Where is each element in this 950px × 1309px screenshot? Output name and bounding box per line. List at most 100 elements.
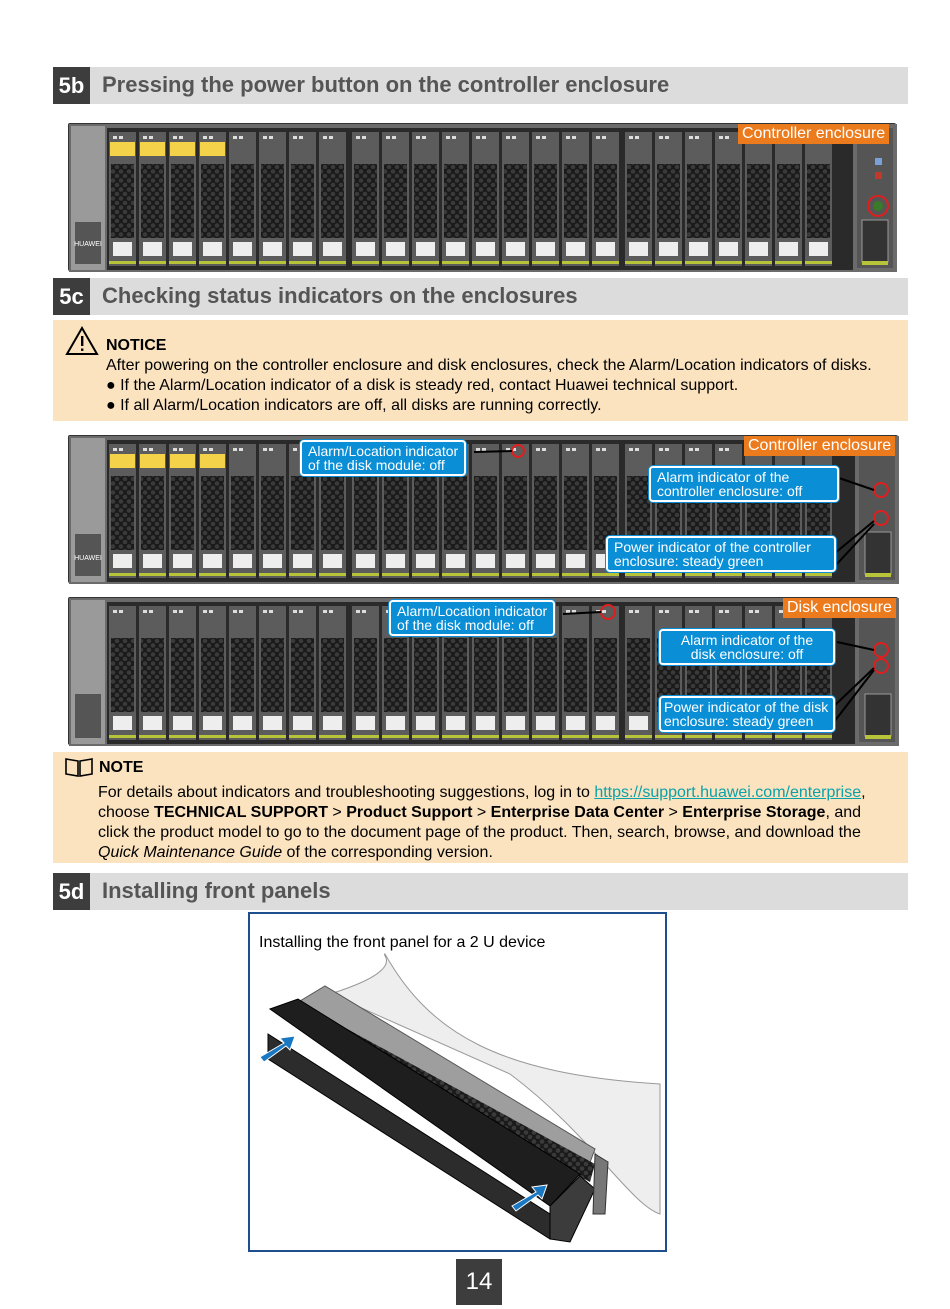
svg-text:HUAWEI: HUAWEI (74, 555, 102, 562)
section-number: 5d (53, 873, 90, 910)
note-text: of the corresponding version. (282, 844, 493, 861)
menu-path-technical-support: TECHNICAL SUPPORT (154, 804, 328, 821)
controller-enclosure-figure: HUAWEI Controller enclosure Alarm/Locati… (68, 435, 899, 584)
disk-bay (412, 132, 439, 266)
disk-bay (685, 132, 712, 266)
note-text: choose (98, 804, 155, 821)
disk-bay (139, 444, 166, 578)
callout-line: enclosure: steady green (664, 713, 814, 729)
notice-intro: After powering on the controller enclosu… (106, 357, 872, 374)
disk-bay (259, 606, 286, 740)
disk-bay (199, 444, 226, 578)
note-line-2: choose TECHNICAL SUPPORT > Product Suppo… (98, 803, 861, 823)
warning-label-icon (110, 454, 135, 468)
notice-heading: NOTICE (106, 337, 167, 354)
note-line-3: click the product model to go to the doc… (98, 824, 861, 841)
callout-enclosure-alarm: Alarm indicator of the controller enclos… (649, 466, 839, 502)
note-line-4: Quick Maintenance Guide of the correspon… (98, 843, 493, 863)
callout-line: Alarm/Location indicator (397, 603, 548, 619)
disk-bay (775, 132, 802, 266)
warning-label-icon (170, 142, 195, 156)
disk-bay (502, 132, 529, 266)
disk-bay (259, 444, 286, 578)
callout-line: enclosure: steady green (614, 553, 764, 569)
disk-bay (592, 606, 619, 740)
menu-path-product-support: Product Support (346, 804, 473, 821)
disk-bay (229, 444, 256, 578)
disk-bay (139, 606, 166, 740)
section-title: Installing front panels (102, 878, 331, 903)
support-link[interactable]: https://support.huawei.com/enterprise (594, 784, 862, 801)
disk-bay (169, 606, 196, 740)
disk-bay (259, 132, 286, 266)
controller-enclosure-figure-5b: HUAWEI Controller enclosure (68, 123, 897, 272)
disk-bay (472, 132, 499, 266)
warning-label-icon (170, 454, 195, 468)
disk-bay (319, 606, 346, 740)
warning-label-icon (110, 142, 135, 156)
section-5d-header: 5d Installing front panels (53, 873, 908, 910)
disk-bay (562, 444, 589, 578)
menu-path-enterprise-storage: Enterprise Storage (682, 804, 826, 821)
callout-line: disk enclosure: off (690, 646, 804, 662)
warning-label-icon (200, 454, 225, 468)
section-number: 5b (53, 67, 90, 104)
callout-power-indicator: Power indicator of the disk enclosure: s… (659, 696, 835, 732)
disk-bay (625, 606, 652, 740)
disk-bay (592, 132, 619, 266)
callout-line: Alarm indicator of the (657, 469, 790, 485)
disk-bay (805, 132, 832, 266)
note-text: , and (825, 804, 862, 821)
disk-bay (655, 132, 682, 266)
disk-bay (442, 132, 469, 266)
warning-label-icon (140, 142, 165, 156)
enclosure-drawing: HUAWEI (69, 124, 897, 272)
disk-bay (532, 444, 559, 578)
disk-bay (289, 606, 316, 740)
callout-power-indicator: Power indicator of the controller enclos… (606, 536, 836, 572)
disk-bay (562, 606, 589, 740)
controller-enclosure-tag: Controller enclosure (744, 436, 896, 456)
callout-line: Power indicator of the controller (614, 539, 811, 555)
front-panel-illustration (259, 953, 661, 1243)
disk-bay (109, 444, 136, 578)
note-text: For details about indicators and trouble… (98, 784, 595, 801)
warning-label-icon (140, 454, 165, 468)
notice-bullet-2-text: If all Alarm/Location indicators are off… (120, 397, 602, 414)
section-number: 5c (53, 278, 90, 315)
section-5c-header: 5c Checking status indicators on the enc… (53, 278, 908, 315)
note-text: > (472, 804, 491, 821)
disk-bay (715, 132, 742, 266)
page-number: 14 (456, 1259, 502, 1305)
disk-bay (562, 132, 589, 266)
callout-disk-alarm: Alarm/Location indicator of the disk mod… (389, 600, 556, 636)
note-line-1: For details about indicators and trouble… (98, 783, 866, 803)
disk-bay (199, 132, 226, 266)
disk-bay (532, 132, 559, 266)
note-box: NOTE For details about indicators and tr… (53, 752, 908, 863)
disk-bay (472, 444, 499, 578)
disk-bay (382, 132, 409, 266)
notice-bullet-1-text: If the Alarm/Location indicator of a dis… (120, 377, 739, 394)
disk-bay (745, 132, 772, 266)
disk-bay (199, 606, 226, 740)
section-title: Pressing the power button on the control… (102, 72, 670, 97)
disk-bay (289, 132, 316, 266)
disk-bay (139, 132, 166, 266)
note-text: > (664, 804, 683, 821)
front-panel-figure: Installing the front panel for a 2 U dev… (248, 912, 667, 1252)
note-text: , (861, 784, 866, 801)
disk-bay (109, 606, 136, 740)
warning-triangle-icon (65, 326, 99, 355)
disk-bay (625, 132, 652, 266)
disk-enclosure-figure: Disk enclosure Alarm/Location indicator … (68, 597, 899, 746)
callout-line: controller enclosure: off (657, 483, 803, 499)
callout-disk-alarm: Alarm/Location indicator of the disk mod… (300, 440, 467, 476)
disk-bay (502, 444, 529, 578)
section-5b-header: 5b Pressing the power button on the cont… (53, 67, 908, 104)
notice-box: NOTICE After powering on the controller … (53, 320, 908, 421)
guide-title: Quick Maintenance Guide (98, 844, 283, 861)
controller-enclosure-tag: Controller enclosure (738, 124, 890, 144)
disk-bay (109, 132, 136, 266)
section-title: Checking status indicators on the enclos… (102, 283, 578, 308)
